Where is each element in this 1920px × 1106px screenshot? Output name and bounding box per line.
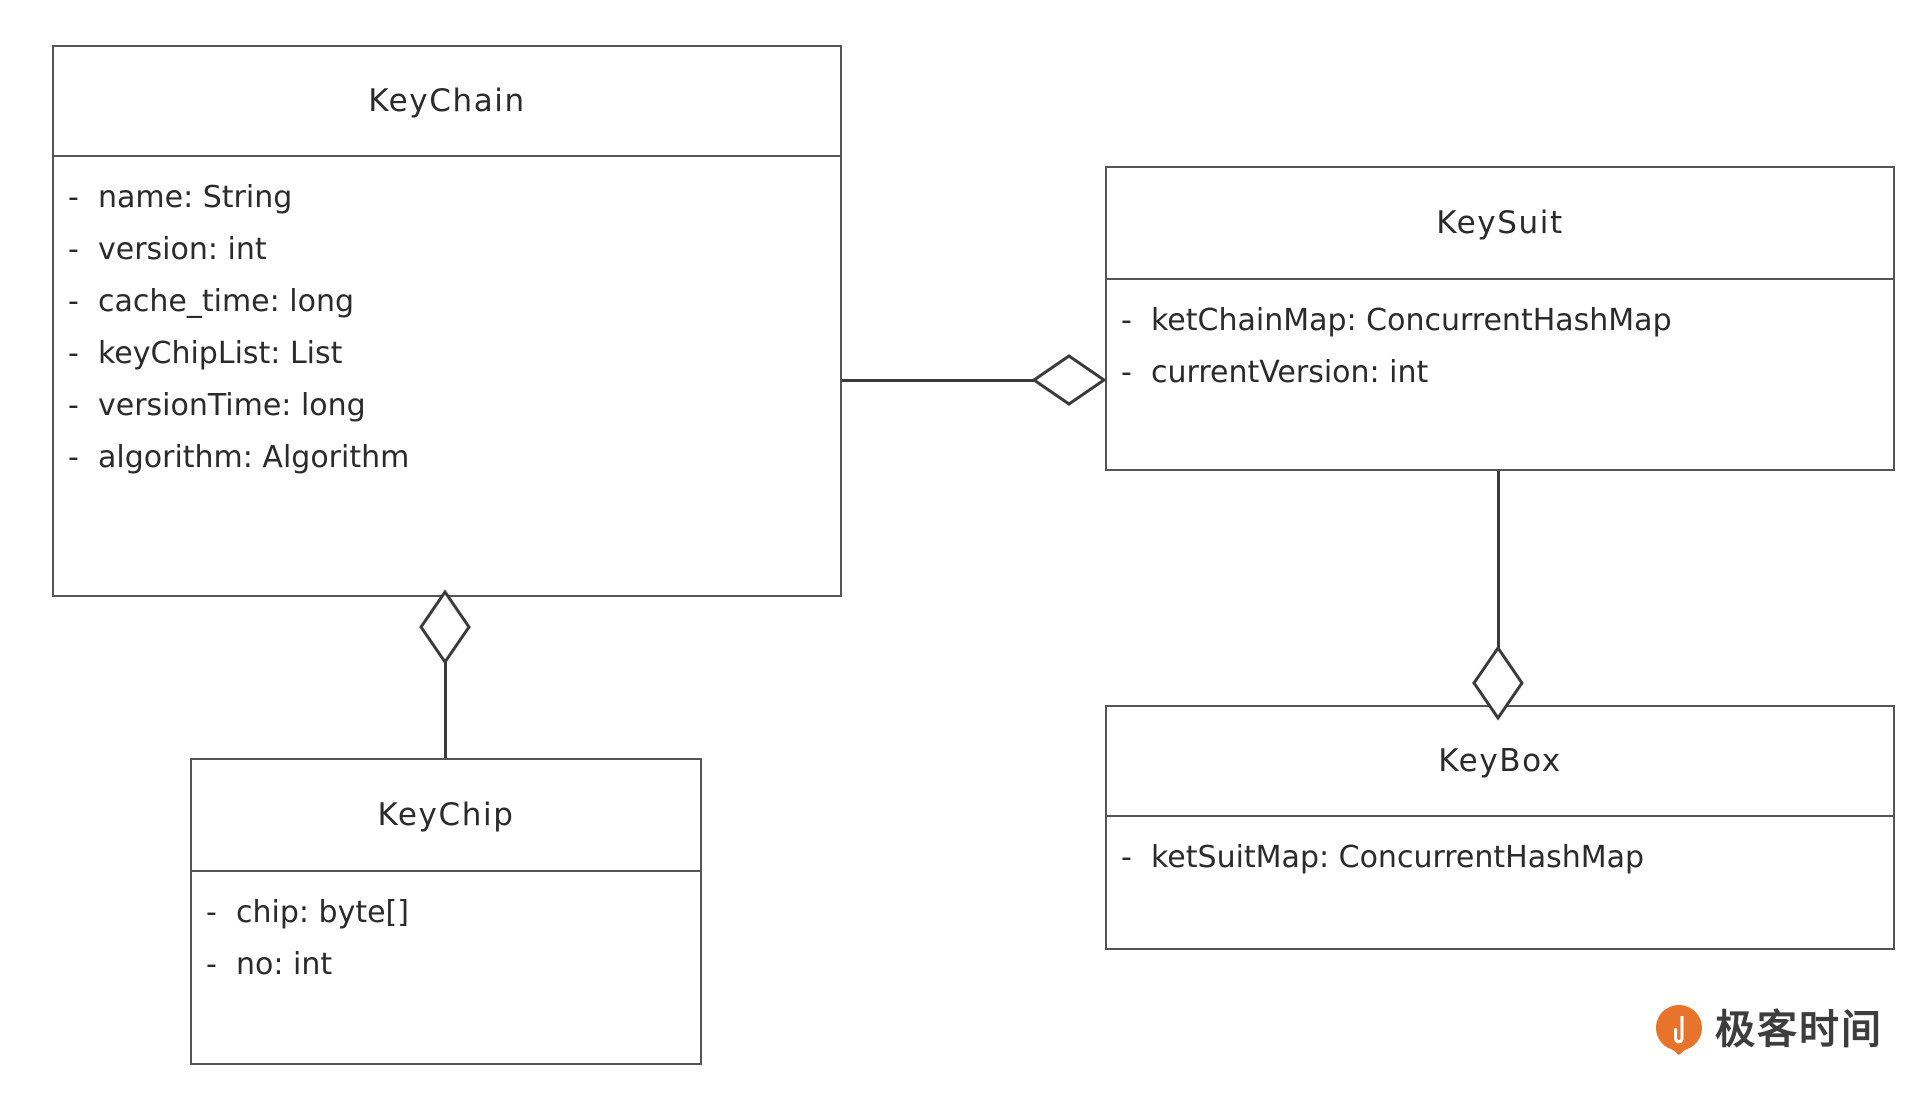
class-box-keychain[interactable]: KeyChain - name: String - version: int -…: [52, 45, 842, 597]
class-title-keychain: KeyChain: [54, 47, 840, 157]
attribute-visibility: -: [68, 440, 79, 475]
attribute-signature: algorithm: Algorithm: [98, 440, 410, 475]
attribute-visibility: -: [206, 895, 217, 930]
class-attributes-keychip: - chip: byte[] - no: int: [192, 872, 700, 1063]
class-title-keybox: KeyBox: [1107, 707, 1893, 817]
watermark: 极客时间: [1655, 1004, 1883, 1056]
connector-keychain-keychip: [444, 597, 447, 760]
attribute-signature: name: String: [98, 180, 293, 215]
attribute-visibility: -: [1121, 840, 1132, 875]
attribute-row: - ketSuitMap: ConcurrentHashMap: [1107, 843, 1893, 895]
attribute-visibility: -: [68, 180, 79, 215]
attribute-signature: ketSuitMap: ConcurrentHashMap: [1151, 840, 1645, 875]
attribute-row: - keyChipList: List: [54, 339, 840, 391]
attribute-signature: no: int: [236, 947, 333, 982]
class-box-keysuit[interactable]: KeySuit - ketChainMap: ConcurrentHashMap…: [1105, 166, 1895, 471]
connector-keysuit-keybox: [1497, 470, 1500, 706]
aggregation-diamond-keychip: [419, 589, 471, 665]
attribute-visibility: -: [68, 284, 79, 319]
aggregation-diamond-keysuit: [1031, 354, 1107, 406]
attribute-row: - currentVersion: int: [1107, 358, 1893, 410]
attribute-visibility: -: [68, 388, 79, 423]
geekbang-logo-icon: [1656, 1005, 1702, 1055]
attribute-row: - ketChainMap: ConcurrentHashMap: [1107, 306, 1893, 358]
attribute-signature: currentVersion: int: [1151, 355, 1429, 390]
attribute-visibility: -: [1121, 355, 1132, 390]
class-title-keychip: KeyChip: [192, 760, 700, 872]
aggregation-diamond-keybox: [1472, 645, 1524, 721]
attribute-visibility: -: [68, 336, 79, 371]
watermark-text: 极客时间: [1715, 1007, 1883, 1053]
attribute-signature: versionTime: long: [98, 388, 366, 423]
attribute-signature: ketChainMap: ConcurrentHashMap: [1151, 303, 1672, 338]
connector-keychain-keysuit: [840, 379, 1065, 382]
attribute-visibility: -: [68, 232, 79, 267]
class-box-keychip[interactable]: KeyChip - chip: byte[] - no: int: [190, 758, 702, 1065]
attribute-row: - versionTime: long: [54, 391, 840, 443]
attribute-row: - name: String: [54, 183, 840, 235]
attribute-row: - cache_time: long: [54, 287, 840, 339]
attribute-visibility: -: [206, 947, 217, 982]
class-attributes-keychain: - name: String - version: int - cache_ti…: [54, 157, 840, 595]
class-title-keysuit: KeySuit: [1107, 168, 1893, 280]
attribute-signature: chip: byte[]: [236, 895, 409, 930]
attribute-row: - version: int: [54, 235, 840, 287]
attribute-row: - algorithm: Algorithm: [54, 443, 840, 495]
attribute-signature: version: int: [98, 232, 267, 267]
attribute-visibility: -: [1121, 303, 1132, 338]
class-attributes-keybox: - ketSuitMap: ConcurrentHashMap: [1107, 817, 1893, 948]
attribute-row: - chip: byte[]: [192, 898, 700, 950]
attribute-signature: cache_time: long: [98, 284, 355, 319]
class-box-keybox[interactable]: KeyBox - ketSuitMap: ConcurrentHashMap: [1105, 705, 1895, 950]
class-attributes-keysuit: - ketChainMap: ConcurrentHashMap - curre…: [1107, 280, 1893, 469]
attribute-signature: keyChipList: List: [98, 336, 343, 371]
attribute-row: - no: int: [192, 950, 700, 1002]
